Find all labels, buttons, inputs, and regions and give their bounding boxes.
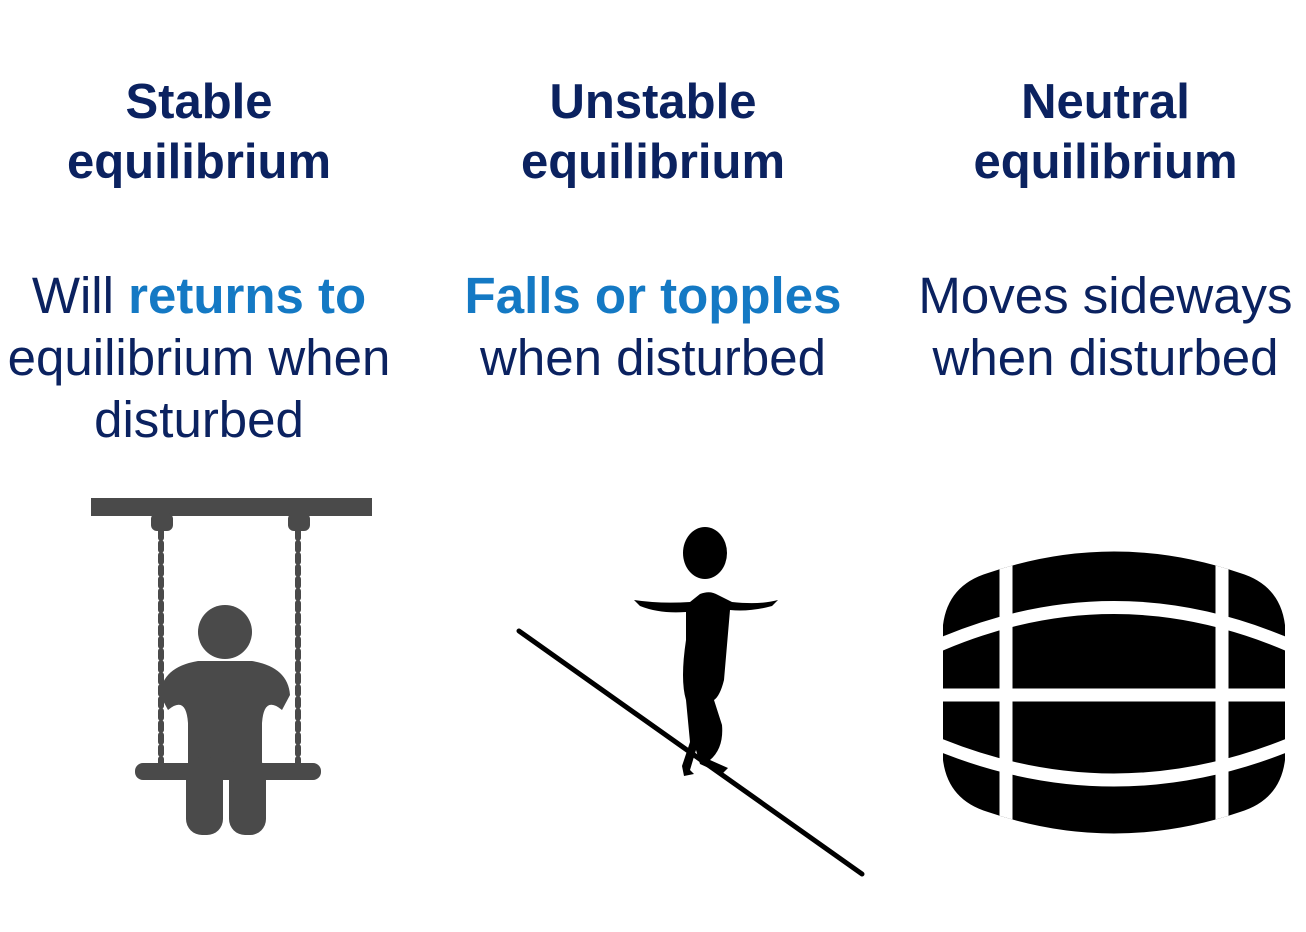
stable-title-line2: equilibrium (66, 135, 332, 189)
barrel-icon (938, 545, 1290, 840)
swing-icon (88, 495, 378, 840)
neutral-title: Neutral equilibrium (905, 72, 1306, 192)
neutral-description: Moves sideways when disturbed (905, 265, 1306, 389)
stable-description: Will returns to equilibrium when disturb… (0, 265, 398, 451)
neutral-title-line1: Neutral (1021, 75, 1190, 129)
unstable-desc-highlight: Falls or topples (464, 267, 842, 324)
neutral-title-line2: equilibrium (973, 135, 1238, 189)
stable-desc-line1: Will returns to (0, 265, 398, 327)
stable-title: Stable equilibrium (0, 72, 398, 192)
unstable-description: Falls or topples when disturbed (453, 265, 853, 389)
unstable-title-line2: equilibrium (520, 135, 786, 189)
stable-desc-prefix: Will (31, 267, 129, 324)
neutral-desc-line1: Moves sideways (918, 267, 1293, 324)
unstable-title-line1: Unstable (549, 75, 757, 129)
stable-desc-highlight: returns to (128, 267, 367, 324)
stable-desc-line3: disturbed (94, 391, 304, 448)
unstable-title: Unstable equilibrium (453, 72, 853, 192)
stable-desc-line2: equilibrium when (7, 329, 391, 386)
neutral-desc-line2: when disturbed (932, 329, 1279, 386)
stable-title-line1: Stable (125, 75, 273, 129)
unstable-desc-line2: when disturbed (480, 329, 826, 386)
tightrope-walker-icon (510, 520, 870, 885)
